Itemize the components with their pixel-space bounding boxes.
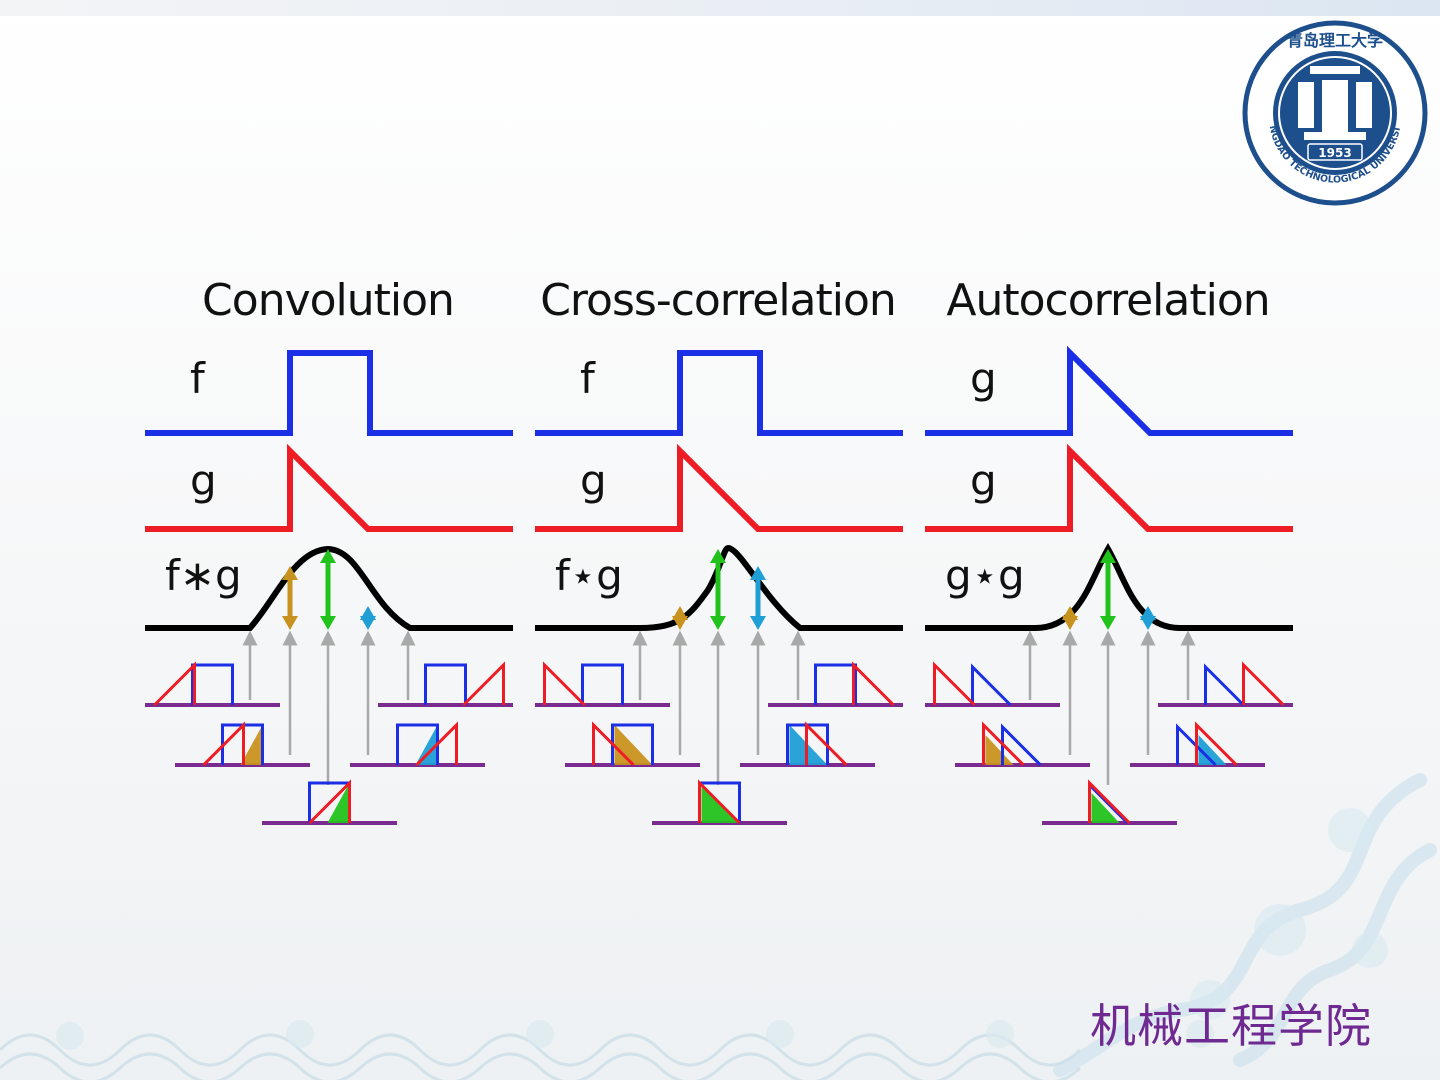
column-title: Convolution xyxy=(202,275,454,326)
value-arrow-head-up xyxy=(1100,549,1116,563)
overlap-snapshot xyxy=(262,779,397,825)
snapshot-g-ramp xyxy=(805,721,848,767)
overlap-snapshot xyxy=(1158,661,1293,707)
university-seal-icon: 1953 QINGDAO TECHNOLOGICAL UNIVERSITY 青岛… xyxy=(1240,18,1428,206)
overlap-snapshot xyxy=(955,721,1090,767)
overlap-snapshot xyxy=(1130,721,1265,767)
row-label: f xyxy=(580,354,596,403)
value-arrow-head-up xyxy=(282,566,298,580)
wave-border-icon xyxy=(0,1020,1214,1080)
snapshot-g-ramp xyxy=(698,779,741,825)
row-label: g⋆g xyxy=(945,551,1025,600)
overlap-snapshot xyxy=(535,661,670,707)
snapshot-g-shape xyxy=(1176,723,1217,767)
overlap-snapshot xyxy=(378,661,513,707)
row-label: f⋆g xyxy=(555,551,623,600)
top-band xyxy=(0,0,1440,16)
snapshot-g-ramp xyxy=(852,661,895,707)
snapshot-g-ramp xyxy=(1195,721,1238,767)
row-label: g xyxy=(970,354,997,403)
snapshot-g-ramp xyxy=(1088,779,1131,825)
signal-row1-line xyxy=(145,350,513,436)
overlap-snapshot xyxy=(350,721,485,767)
snapshot-g-ramp xyxy=(933,661,976,707)
seal-chinese-name: 青岛理工大学 xyxy=(1287,31,1383,50)
value-arrow-head-down xyxy=(320,616,336,630)
snapshot-f-shape xyxy=(424,663,467,705)
value-arrow-head-up xyxy=(710,549,726,563)
overlap-snapshot xyxy=(1042,779,1177,825)
signal-row2-line xyxy=(925,443,1293,532)
overlap-snapshot xyxy=(652,779,787,825)
value-arrow-head-down xyxy=(1100,616,1116,630)
snapshot-f-shape xyxy=(814,663,857,705)
overlap-snapshot xyxy=(768,661,903,707)
snapshot-overlap-fill xyxy=(415,725,438,765)
snapshot-overlap-fill xyxy=(240,725,263,765)
row-label: f xyxy=(190,354,206,403)
value-arrow-head-up xyxy=(750,566,766,580)
signal-row2-line xyxy=(145,443,513,532)
value-arrow-head-down xyxy=(282,616,298,630)
snapshot-g-ramp xyxy=(982,721,1025,767)
signal-row2-line xyxy=(535,443,903,532)
snapshot-overlap-fill xyxy=(327,783,350,823)
column-title: Cross-correlation xyxy=(540,275,896,326)
snapshot-overlap-fill xyxy=(614,725,653,765)
snapshot-g-ramp xyxy=(202,721,245,767)
snapshot-g-ramp xyxy=(592,721,635,767)
column-convolution: Convolution f g f∗g xyxy=(145,275,513,825)
value-arrow-head-down xyxy=(1062,616,1078,630)
dragon-watermark-icon xyxy=(1053,773,1437,1077)
signal-row1-line xyxy=(925,345,1293,436)
snapshot-g-ramp xyxy=(415,721,458,767)
snapshot-g-ramp xyxy=(308,779,351,825)
row-label: g xyxy=(190,456,217,505)
row-label: g xyxy=(580,456,607,505)
overlap-snapshot xyxy=(565,721,700,767)
snapshot-f-shape xyxy=(581,663,624,705)
snapshot-g-shape xyxy=(971,663,1012,707)
value-arrow-head-down xyxy=(750,616,766,630)
snapshot-overlap-fill xyxy=(789,725,828,765)
overlap-snapshot xyxy=(145,661,280,707)
value-arrow-head-up xyxy=(320,549,336,563)
column-autocorrelation: Autocorrelation g g g⋆g xyxy=(925,275,1293,825)
snapshot-overlap-fill xyxy=(1091,793,1120,823)
snapshot-g-ramp xyxy=(153,661,196,707)
snapshot-g-ramp xyxy=(462,661,505,707)
row-label: f∗g xyxy=(165,551,242,600)
column-cross-correlation: Cross-correlation f g f⋆g xyxy=(535,275,903,825)
signal-row1-line xyxy=(535,350,903,436)
school-name: 机械工程学院 xyxy=(1090,999,1372,1053)
overlap-snapshot xyxy=(925,661,1060,707)
overlap-snapshot xyxy=(740,721,875,767)
snapshot-g-ramp xyxy=(543,661,586,707)
row-label: g xyxy=(970,456,997,505)
value-arrow-head-down xyxy=(672,616,688,630)
snapshot-g-shape xyxy=(1204,663,1245,707)
snapshot-overlap-fill xyxy=(985,735,1014,765)
snapshot-g-shape xyxy=(1001,723,1042,767)
value-arrow-head-down xyxy=(360,616,376,630)
column-title: Autocorrelation xyxy=(946,275,1269,326)
overlap-snapshot xyxy=(175,721,310,767)
snapshot-overlap-fill xyxy=(1198,735,1227,765)
value-arrow-head-down xyxy=(710,616,726,630)
value-arrow-head-down xyxy=(1140,616,1156,630)
seal-year: 1953 xyxy=(1318,146,1351,160)
snapshot-g-ramp xyxy=(1242,661,1285,707)
snapshot-f-shape xyxy=(191,663,234,705)
